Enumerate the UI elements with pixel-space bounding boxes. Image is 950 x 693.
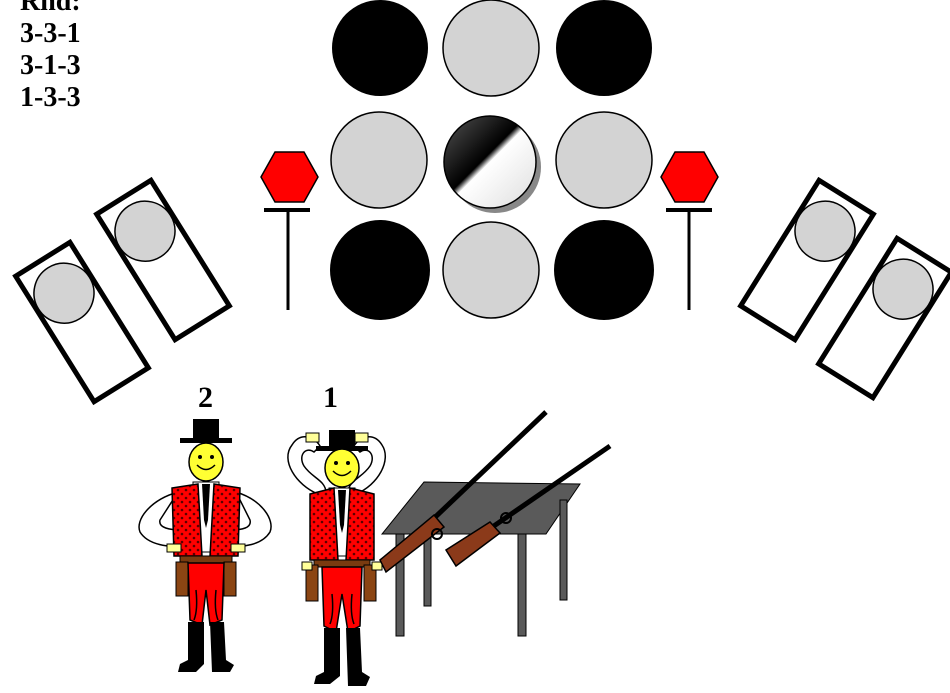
swinger-target-center[interactable]	[444, 116, 541, 213]
gray-target-mid-left[interactable]	[331, 112, 427, 208]
steel-target-bottom-right[interactable]	[554, 220, 654, 320]
rifle-table[interactable]	[382, 482, 580, 636]
steel-target-top-left[interactable]	[332, 0, 428, 96]
stop-plate-left[interactable]	[261, 152, 318, 310]
shooter-1-cowboy[interactable]	[288, 430, 385, 686]
target-grid	[330, 0, 654, 320]
gray-target-bottom-center[interactable]	[443, 222, 539, 318]
steel-target-bottom-left[interactable]	[330, 220, 430, 320]
shooter-1-number: 1	[323, 381, 338, 414]
stop-plate-right[interactable]	[661, 152, 718, 310]
steel-target-top-right[interactable]	[556, 0, 652, 96]
gray-target-mid-right[interactable]	[556, 112, 652, 208]
shooter-2-cowboy[interactable]	[139, 419, 271, 672]
gray-target-top-center[interactable]	[443, 0, 539, 96]
shooter-2-number: 2	[198, 381, 213, 414]
